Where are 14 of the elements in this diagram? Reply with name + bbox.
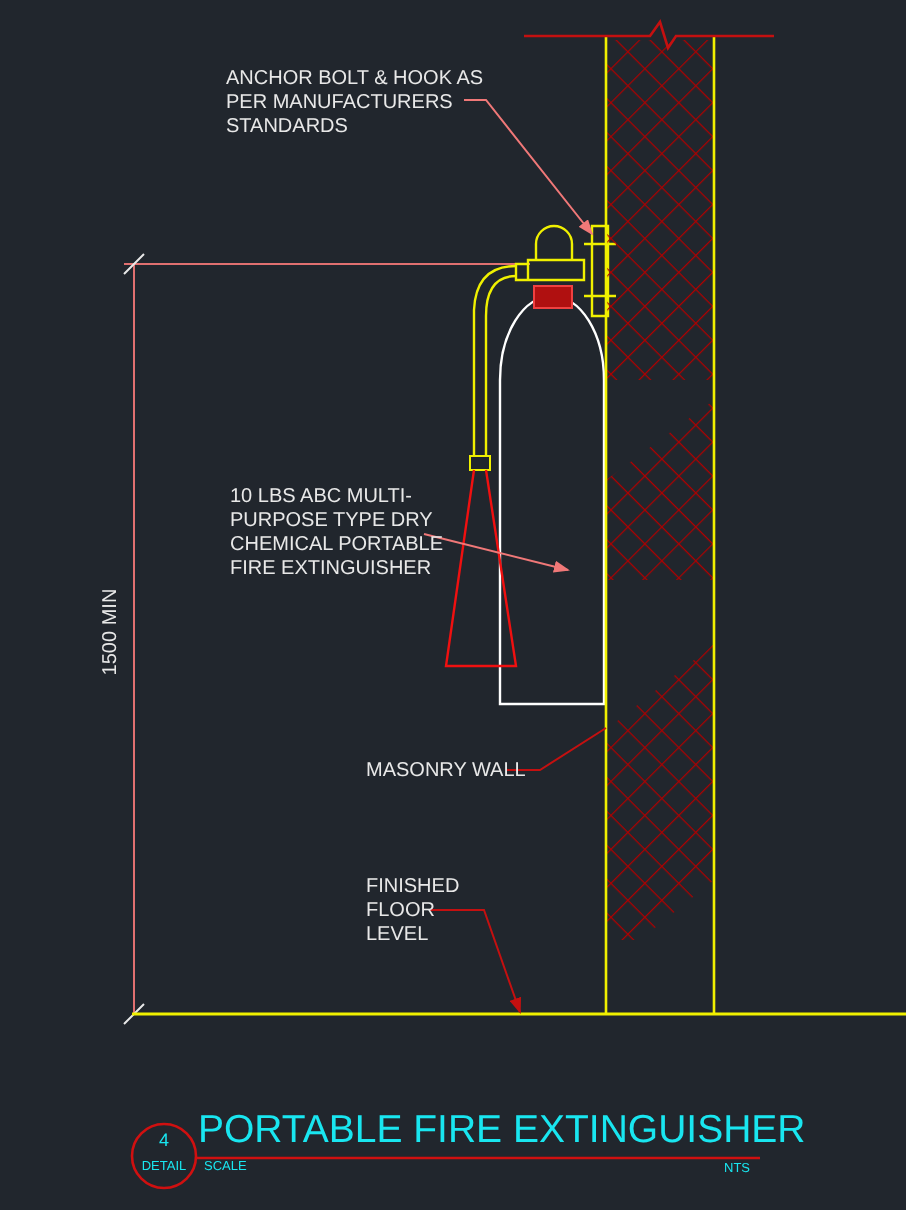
leader-line [423, 533, 570, 573]
callout-text: ANCHOR BOLT & HOOK AS PER MANUFACTURERS STANDARDS [226, 68, 516, 140]
callout-text: 10 LBS ABC MULTI- PURPOSE TYPE DRY CHEMICAL PORTABLE FIRE EXTINGUISHER [230, 486, 454, 582]
callout-text: MASONRY WALL [366, 760, 526, 784]
fire-extinguisher-drawing [444, 224, 606, 706]
callout-text: FINISHED FLOOR LEVEL [366, 876, 466, 948]
dimension-text: 1500 MIN [100, 586, 124, 680]
drawing-title: PORTABLE FIRE EXTINGUISHER [198, 1108, 806, 1152]
leader-line [463, 99, 594, 236]
leader-line [505, 727, 607, 771]
detail-number: 4 [156, 1130, 171, 1150]
masonry-wall-drawing [524, 19, 774, 1016]
floor-line [132, 1012, 906, 1016]
leader-line [429, 909, 521, 1014]
